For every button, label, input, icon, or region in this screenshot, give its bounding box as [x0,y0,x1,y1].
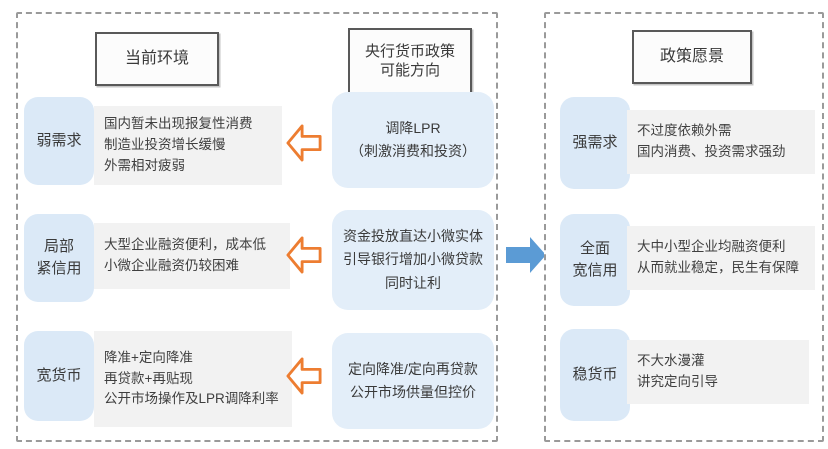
label-strong-demand: 强需求 [560,97,630,189]
policy-direct-funding: 资金投放直达小微实体 引导银行增加小微贷款 同时让利 [332,210,494,310]
detail-partial-tight-credit: 大型企业融资便利，成本低 小微企业融资仍较困难 [94,223,290,289]
left-arrow-shape [286,357,322,395]
detail-stable-money: 不大水漫灌 讲究定向引导 [627,340,809,404]
left-arrow-icon [286,122,322,164]
left-arrow-shape [286,236,322,274]
left-arrow-icon [286,234,322,276]
flow-arrow-shape [506,237,546,273]
policy-targeted-rrr-cut: 定向降准/定向再贷款 公开市场供量但控价 [332,333,494,429]
header-current-environment: 当前环境 [95,32,219,86]
detail-weak-demand: 国内暂未出现报复性消费 制造业投资增长缓慢 外需相对疲弱 [94,106,282,185]
left-arrow-shape [286,124,322,162]
detail-loose-money: 降准+定向降准 再贷款+再贴现 公开市场操作及LPR调降利率 [94,331,292,427]
detail-strong-demand: 不过度依赖外需 国内消费、投资需求强劲 [627,110,815,174]
current-environment-panel: 当前环境 央行货币政策 可能方向 弱需求 国内暂未出现报复性消费 制造业投资增长… [16,12,498,442]
flow-arrow-icon [504,234,548,276]
left-arrow-icon [286,355,322,397]
policy-vision-panel: 政策愿景 强需求 不过度依赖外需 国内消费、投资需求强劲 全面 宽信用 大中小型… [544,12,824,442]
label-stable-money: 稳货币 [560,329,630,421]
label-weak-demand: 弱需求 [24,97,94,185]
label-broad-loose-credit: 全面 宽信用 [560,214,630,306]
detail-broad-loose-credit: 大中小型企业均融资便利 从而就业稳定，民生有保障 [627,226,815,290]
label-loose-money: 宽货币 [24,331,94,421]
header-policy-direction: 央行货币政策 可能方向 [348,28,472,94]
header-policy-vision: 政策愿景 [632,30,752,84]
policy-lower-lpr: 调降LPR （刺激消费和投资） [332,92,494,188]
label-partial-tight-credit: 局部 紧信用 [24,214,94,302]
